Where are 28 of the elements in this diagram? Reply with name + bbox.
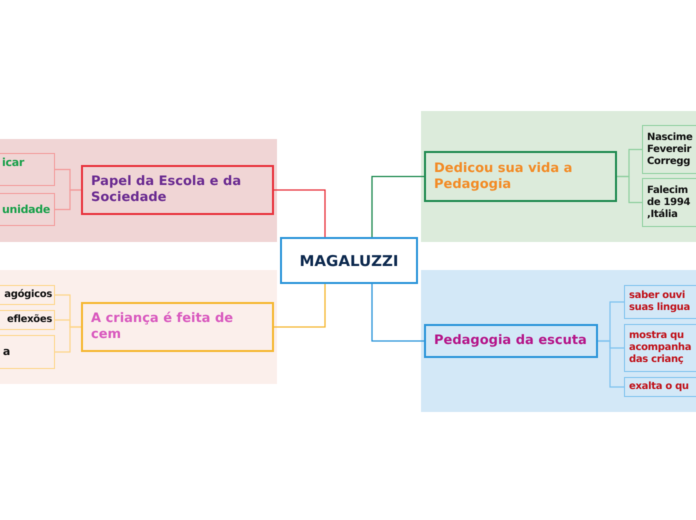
topic-text: Dedicou sua vida a Pedagogia xyxy=(434,160,574,192)
connector-line xyxy=(274,284,326,328)
connector-line xyxy=(371,176,424,237)
central-topic xyxy=(280,237,418,284)
topic-text: eflexões xyxy=(7,314,52,326)
topic-text: Nascime Fevereir Corregg xyxy=(647,132,693,168)
topic-text: icar xyxy=(2,156,24,170)
topic-text: a xyxy=(2,345,10,359)
topic-box xyxy=(424,324,598,358)
connector-line xyxy=(617,176,642,204)
topic-box xyxy=(81,302,274,352)
connector-line xyxy=(274,189,326,237)
topic-text: mostra qu acompanha das crianç xyxy=(629,330,692,366)
topic-text: Papel da Escola e da Sociedade xyxy=(91,174,242,206)
topic-text: saber ouvi suas lingua xyxy=(629,290,691,314)
topic-text: unidade xyxy=(2,202,50,216)
topic-text: A criança é feita de cem xyxy=(91,311,234,343)
topic-text: agógicos xyxy=(4,289,52,301)
topic-text: MAGALUZZI xyxy=(300,252,398,270)
connector-line xyxy=(598,340,624,388)
connector-line xyxy=(371,284,424,342)
topic-box xyxy=(424,151,617,202)
connector-line xyxy=(55,326,81,353)
topic-text: Falecim de 1994 ,Itália xyxy=(647,184,692,220)
topic-box xyxy=(81,165,274,215)
topic-text: Pedagogia da escuta xyxy=(434,333,587,349)
connector-line xyxy=(55,189,81,210)
topic-text: exalta o qu xyxy=(629,381,689,393)
